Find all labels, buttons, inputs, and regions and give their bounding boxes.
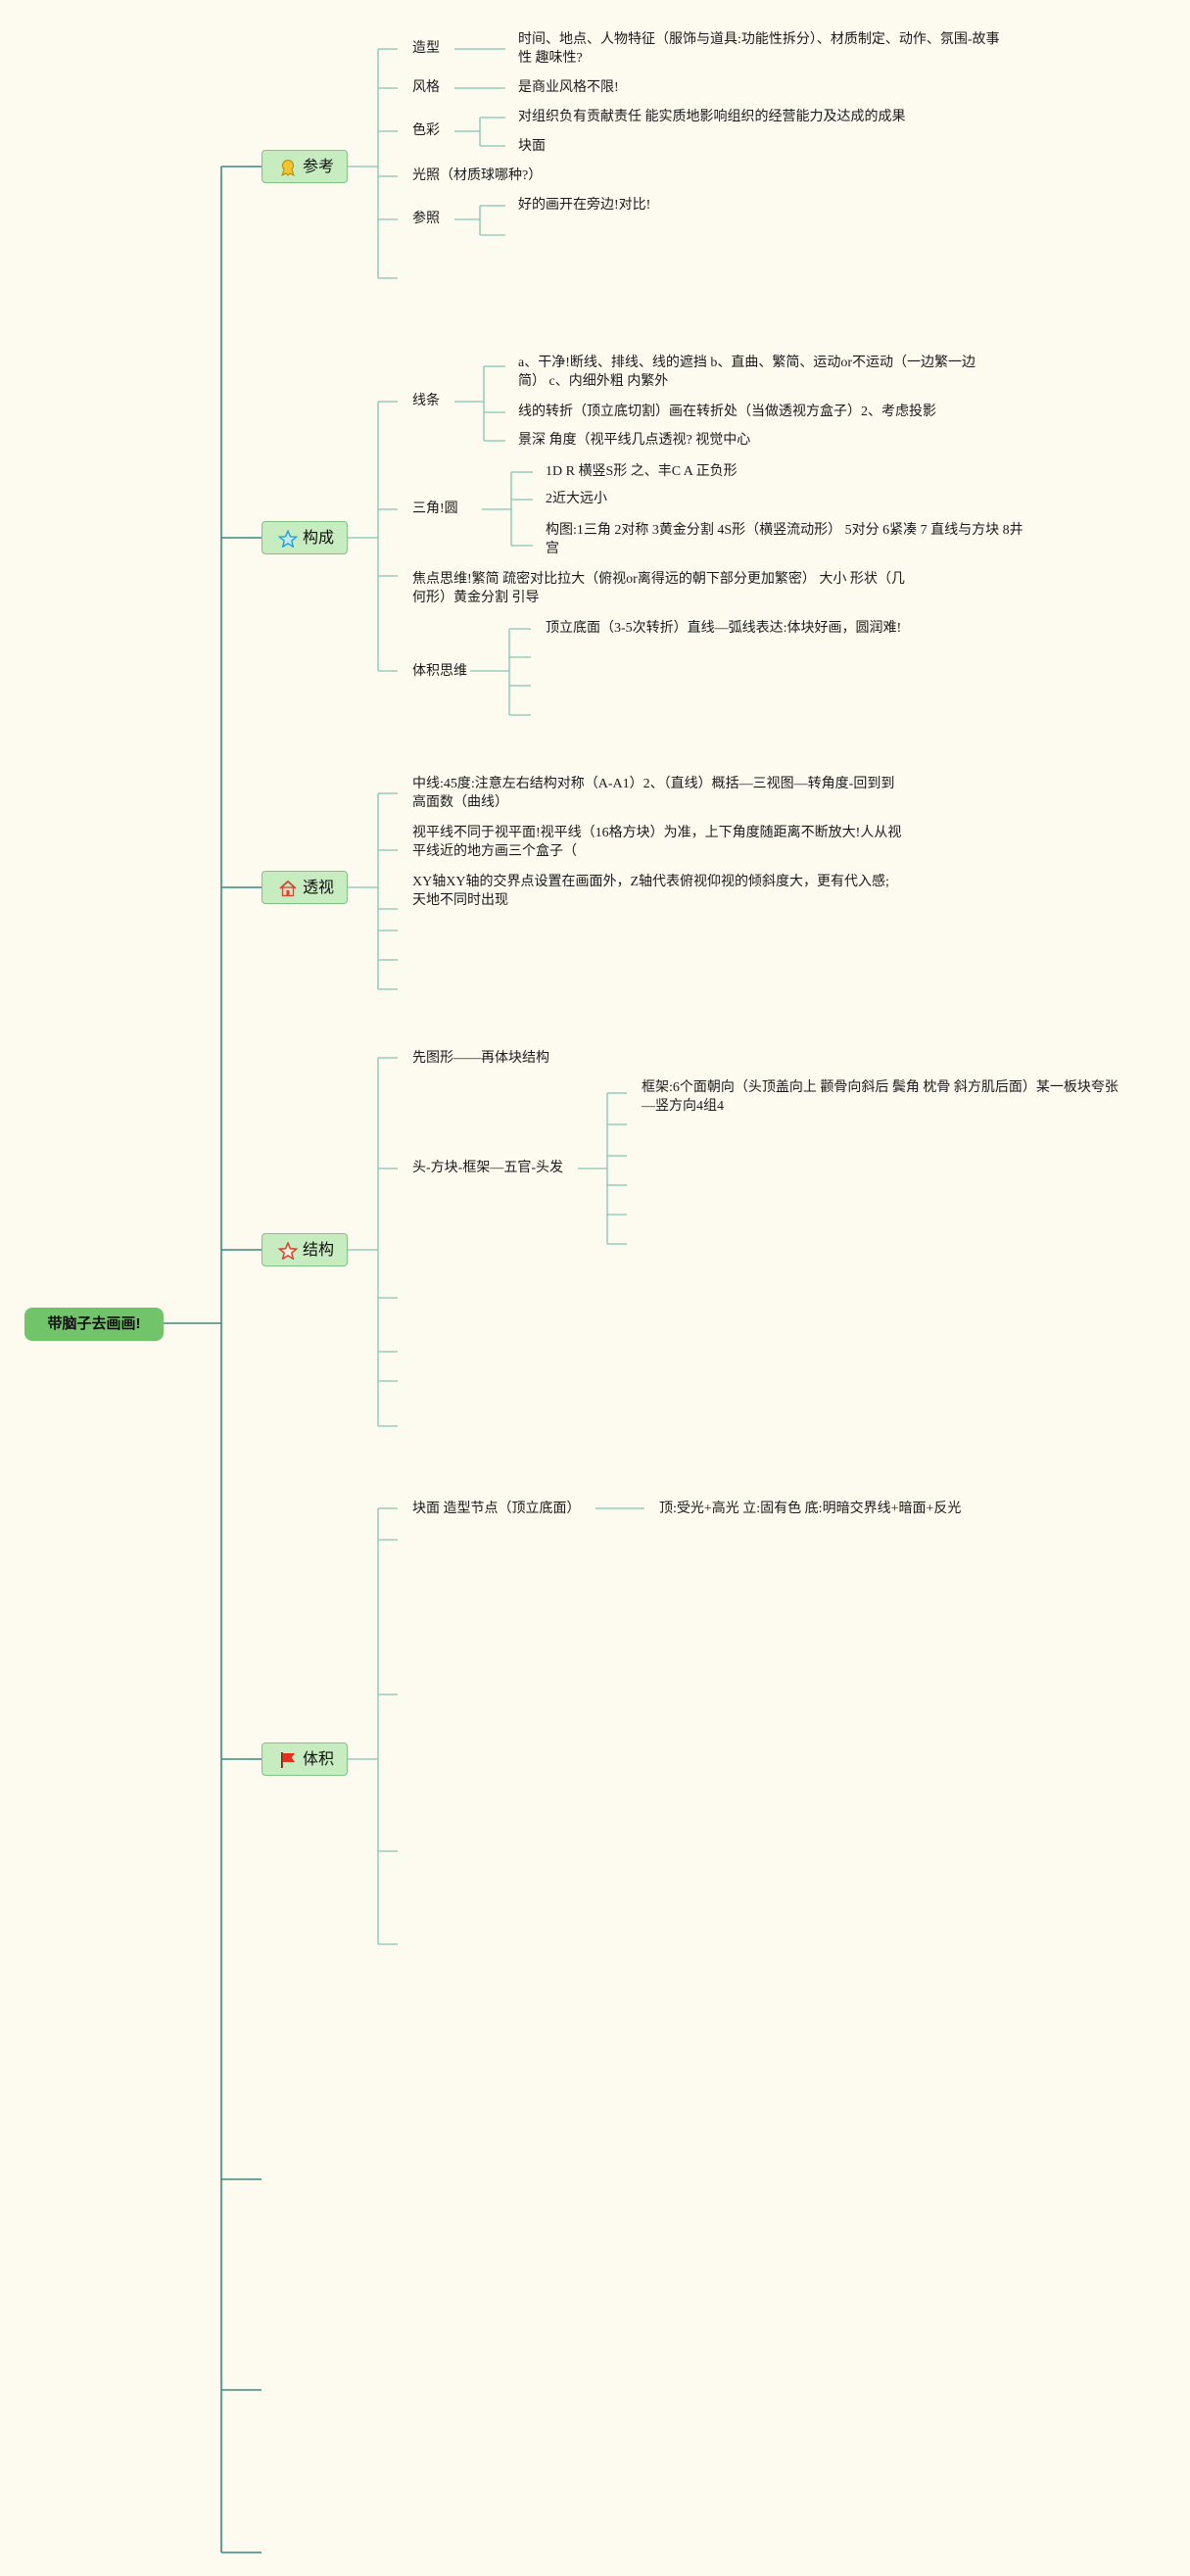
- award-icon: [281, 160, 295, 176]
- flag-icon: [281, 1752, 295, 1768]
- category-reference[interactable]: 参考: [262, 150, 348, 183]
- detail-block-face[interactable]: 顶:受光+高光 立:固有色 底:明暗交界线+暗面+反光: [659, 1502, 962, 1516]
- category-label: 参考: [303, 159, 335, 175]
- detail-color-2[interactable]: 块面: [518, 139, 546, 154]
- sub-branches: [348, 48, 644, 1945]
- detail-volume-thinking[interactable]: 顶立底面（3-5次转折）直线—弧线表达:体块好画，圆润难!: [546, 621, 902, 636]
- item-light[interactable]: 光照（材质球哪种?）: [412, 168, 543, 183]
- item-horizon[interactable]: 视平线不同于视平面!视平线（16格方块）为准，上下角度随距离不断放大!人从视平线…: [412, 826, 902, 859]
- detail-ref[interactable]: 好的画开在旁边!对比!: [518, 198, 651, 213]
- item-shape-first[interactable]: 先图形——再体块结构: [412, 1051, 549, 1066]
- item-block-face[interactable]: 块面 造型节点（顶立底面）: [412, 1502, 581, 1516]
- category-label: 结构: [303, 1242, 335, 1259]
- detail-lines-1[interactable]: a、干净!断线、排线、线的遮挡 b、直曲、繁简、运动or不运动（一边繁一边简） …: [518, 356, 976, 389]
- item-center-line[interactable]: 中线:45度:注意左右结构对称（A-A1）2、（直线）概括—三视图—转角度-回到…: [412, 777, 895, 810]
- category-label: 透视: [303, 880, 335, 896]
- home-icon: [279, 880, 297, 897]
- root-node[interactable]: 带脑子去画画!: [24, 1308, 164, 1341]
- item-ref[interactable]: 参照: [412, 212, 440, 226]
- detail-shapes-1[interactable]: 1D R 横竖S形 之、丰C A 正负形: [546, 464, 738, 479]
- item-head-block[interactable]: 头-方块-框架—五官-头发: [412, 1161, 563, 1175]
- item-shapes[interactable]: 三角!圆: [412, 501, 458, 516]
- main-trunk: [164, 166, 262, 2553]
- category-label: 构成: [303, 530, 335, 547]
- item-modeling[interactable]: 造型: [412, 41, 440, 56]
- category-composition[interactable]: 构成: [262, 521, 348, 554]
- detail-modeling[interactable]: 时间、地点、人物特征（服饰与道具:功能性拆分）、材质制定、动作、氛围-故事性 趣…: [518, 32, 1000, 66]
- detail-head-frame[interactable]: 框架:6个面朝向（头顶盖向上 颧骨向斜后 鬓角 枕骨 斜方肌后面）某一板块夸张—…: [642, 1080, 1119, 1114]
- star-icon: [278, 530, 298, 548]
- star-outline-icon: [278, 1242, 298, 1260]
- item-lines[interactable]: 线条: [412, 394, 440, 408]
- detail-shapes-2[interactable]: 2近大远小: [546, 492, 607, 506]
- detail-color-1[interactable]: 对组织负有贡献责任 能实质地影响组织的经营能力及达成的成果: [518, 110, 906, 124]
- category-volume[interactable]: 体积: [262, 1742, 348, 1776]
- item-style[interactable]: 风格: [412, 80, 440, 95]
- detail-style[interactable]: 是商业风格不限!: [518, 80, 619, 95]
- item-volume-thinking[interactable]: 体积思维: [412, 664, 467, 679]
- category-structure[interactable]: 结构: [262, 1233, 348, 1266]
- item-xy-axis[interactable]: XY轴XY轴的交界点设置在画面外，Z轴代表俯视仰视的倾斜度大，更有代入感;天地不…: [412, 875, 889, 908]
- category-label: 体积: [303, 1751, 335, 1768]
- detail-lines-3[interactable]: 景深 角度（视平线几点透视? 视觉中心: [518, 433, 751, 448]
- item-color[interactable]: 色彩: [412, 123, 440, 138]
- detail-shapes-3[interactable]: 构图:1三角 2对称 3黄金分割 4S形（横竖流动形） 5对分 6紧凑 7 直线…: [546, 523, 1023, 556]
- item-focus[interactable]: 焦点思维!繁简 疏密对比拉大（俯视or离得远的朝下部分更加繁密） 大小 形状（几…: [412, 572, 905, 605]
- detail-lines-2[interactable]: 线的转折（顶立底切割）画在转折处（当做透视方盒子）2、考虑投影: [518, 405, 936, 419]
- category-perspective[interactable]: 透视: [262, 871, 348, 904]
